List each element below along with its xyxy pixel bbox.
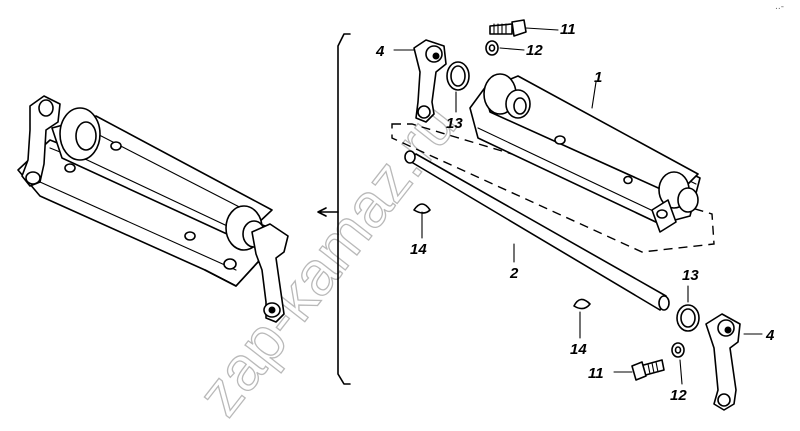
- callout-4-bottom: 4: [765, 327, 775, 344]
- callout-14-bottom: 14: [570, 341, 587, 358]
- part-12-washer-bottom-hole: [674, 346, 682, 354]
- part-2-shaft: [404, 150, 670, 311]
- callout-11-bottom: 11: [588, 365, 604, 382]
- part-11-bolt-bottom: [631, 359, 665, 381]
- callout-1: 1: [594, 69, 602, 86]
- callout-13-top: 13: [446, 115, 463, 132]
- callout-14-top: 14: [410, 241, 427, 258]
- part-13-ring-bottom-inner: [680, 308, 696, 328]
- group-bracket: [337, 33, 351, 385]
- part-11-bolt-top: [489, 19, 527, 37]
- part-14-key-bottom: [573, 298, 591, 310]
- corner-mark: ..-: [775, 2, 784, 12]
- part-1-housing: [469, 73, 701, 233]
- callout-4-top: 4: [375, 43, 385, 60]
- part-4-lever-top: [413, 39, 447, 123]
- callout-11-top: 11: [560, 21, 576, 38]
- part-13-ring-top-inner: [450, 65, 466, 87]
- callout-2: 2: [509, 265, 519, 282]
- explode-arrow: [317, 207, 339, 217]
- callout-13-bottom: 13: [682, 267, 699, 284]
- leader-lines: [393, 27, 763, 385]
- callout-12-bottom: 12: [670, 387, 687, 404]
- callout-12-top: 12: [526, 42, 543, 59]
- part-14-key-top: [413, 203, 431, 214]
- assembled-rocker-shaft-unit: [17, 95, 289, 323]
- part-4-lever-bottom: [705, 313, 741, 411]
- assembly-outline-dashed: [391, 123, 715, 253]
- part-12-washer-top-hole: [488, 44, 496, 52]
